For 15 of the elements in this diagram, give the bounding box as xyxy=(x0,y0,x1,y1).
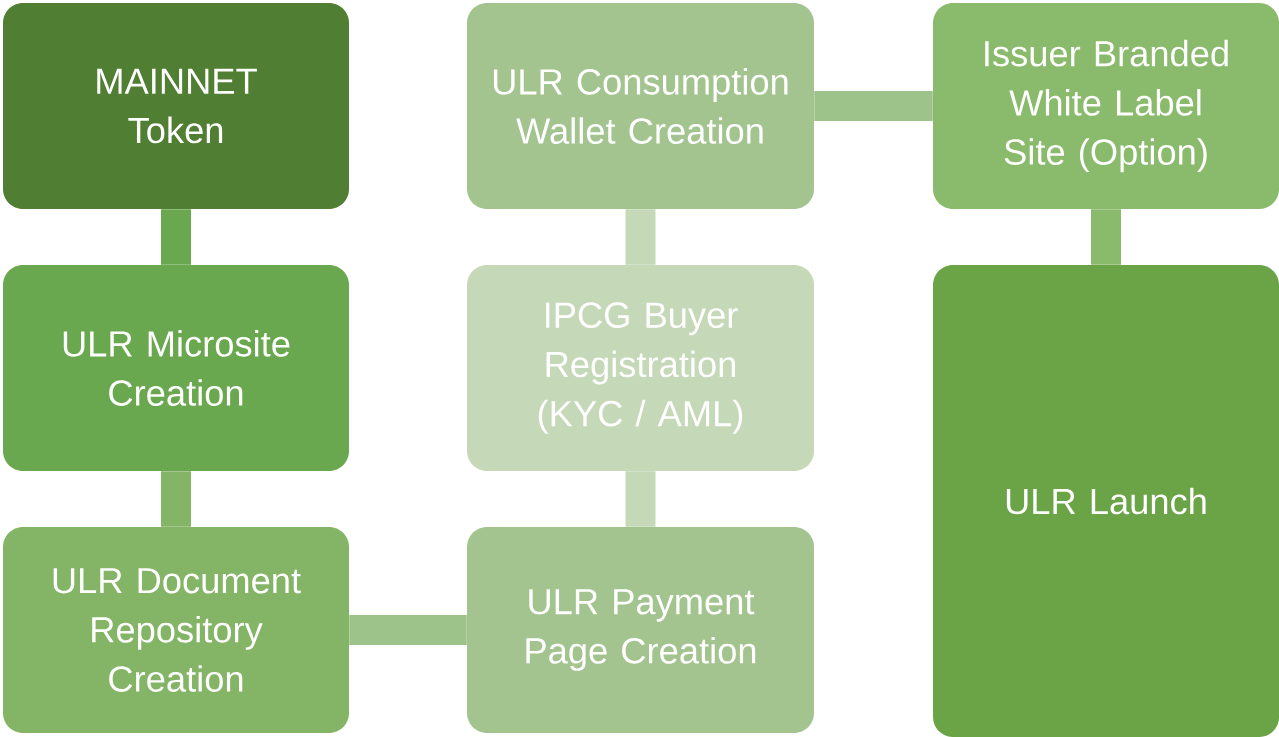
process-box: ULR Consumption Wallet Creation xyxy=(467,3,814,209)
process-box: ULR Launch xyxy=(933,265,1279,737)
connector-bar xyxy=(1091,209,1121,265)
connector-bar xyxy=(161,209,191,265)
process-box: MAINNET Token xyxy=(3,3,349,209)
process-box: IPCG Buyer Registration (KYC / AML) xyxy=(467,265,814,471)
process-box: ULR Payment Page Creation xyxy=(467,527,814,733)
process-box: Issuer Branded White Label Site (Option) xyxy=(933,3,1279,209)
connector-bar xyxy=(161,471,191,527)
process-box: ULR Microsite Creation xyxy=(3,265,349,471)
connector-bar xyxy=(625,209,656,265)
process-box: ULR Document Repository Creation xyxy=(3,527,349,733)
connector-bar xyxy=(349,615,467,645)
connector-bar xyxy=(814,91,933,121)
connector-bar xyxy=(625,471,656,527)
